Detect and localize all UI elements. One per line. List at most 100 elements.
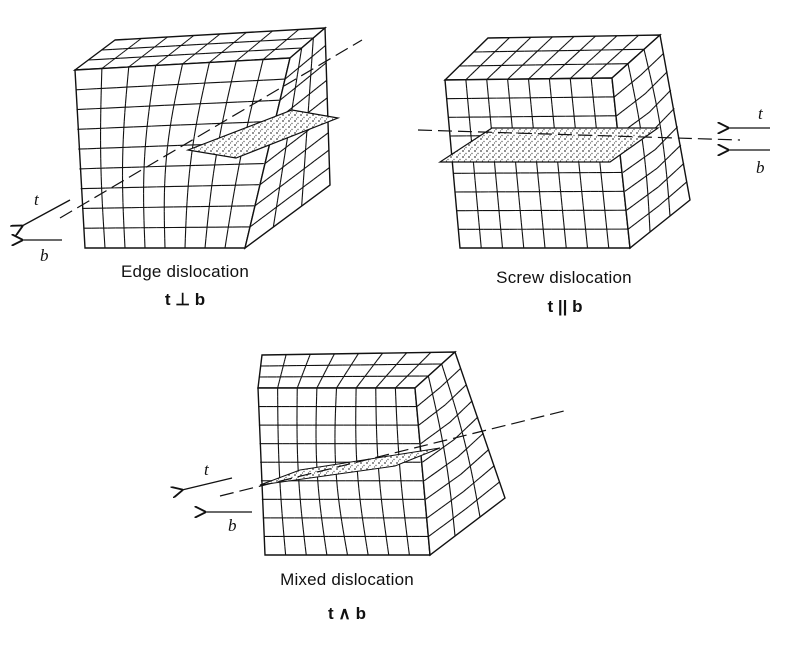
lattice-line xyxy=(120,58,131,59)
lattice-line xyxy=(646,173,647,181)
edge-caption: Edge dislocation xyxy=(110,262,260,282)
lattice-line xyxy=(306,139,307,147)
lattice-line xyxy=(468,105,469,113)
lattice-line xyxy=(500,223,501,231)
lattice-line xyxy=(476,189,477,197)
lattice-line xyxy=(155,46,166,47)
lattice-line xyxy=(104,230,105,239)
lattice-line xyxy=(292,39,303,40)
lattice-line xyxy=(320,379,321,381)
lattice-line xyxy=(499,214,500,222)
lattice-line xyxy=(186,45,197,46)
lattice-line xyxy=(309,356,310,358)
lattice-line xyxy=(208,43,219,44)
lattice-line xyxy=(174,55,185,56)
lattice-line xyxy=(144,47,155,48)
lattice-line xyxy=(320,381,321,383)
screw-t-label: t xyxy=(758,104,763,124)
lattice-line xyxy=(145,148,146,157)
lattice-line xyxy=(263,80,274,81)
mixed-t-label: t xyxy=(204,460,209,480)
lattice-line xyxy=(283,530,284,538)
lattice-line xyxy=(158,85,168,86)
edge-t-label: t xyxy=(34,190,39,210)
lattice-line xyxy=(333,356,334,358)
lattice-line xyxy=(667,183,668,191)
lattice-face xyxy=(445,78,630,248)
lattice-line xyxy=(216,52,227,53)
lattice-line xyxy=(303,172,304,180)
lattice-line xyxy=(299,488,300,496)
lattice-line xyxy=(104,239,105,248)
lattice-line xyxy=(308,359,309,361)
lattice-line xyxy=(502,240,503,248)
lattice-line xyxy=(495,164,496,172)
lattice-line xyxy=(112,49,123,50)
edge-b-label: b xyxy=(40,246,49,266)
lattice-line xyxy=(305,147,306,155)
lattice-line xyxy=(238,51,249,52)
lattice-line xyxy=(176,45,187,46)
lattice-line xyxy=(103,221,104,230)
lattice-line xyxy=(88,59,99,60)
lattice-line xyxy=(300,497,301,505)
lattice-line xyxy=(302,189,303,197)
mixed-caption: Mixed dislocation xyxy=(262,570,432,590)
lattice-line xyxy=(304,369,305,371)
lattice-line xyxy=(285,547,286,555)
lattice-line xyxy=(480,240,481,248)
lattice-line xyxy=(474,164,475,172)
lattice-line xyxy=(188,183,189,192)
lattice-line xyxy=(310,354,311,356)
lattice-line xyxy=(310,80,311,88)
lattice-line xyxy=(231,81,242,82)
lattice-line xyxy=(260,40,271,41)
lattice-line xyxy=(321,378,322,380)
screw-dislocation-block xyxy=(418,35,770,248)
lattice-line xyxy=(218,43,229,44)
lattice-line xyxy=(124,112,125,121)
lattice-line xyxy=(221,82,232,83)
lattice-line xyxy=(227,52,238,53)
lattice-line xyxy=(648,198,649,206)
lattice-line xyxy=(379,472,380,480)
lattice-line xyxy=(325,371,326,373)
lattice-line xyxy=(280,488,281,496)
lattice-line xyxy=(488,88,489,96)
lattice-line xyxy=(329,362,330,364)
screw-caption: Screw dislocation xyxy=(484,268,644,288)
lattice-line xyxy=(299,381,300,383)
lattice-line xyxy=(304,368,305,370)
lattice-line xyxy=(326,369,327,371)
lattice-line xyxy=(334,354,335,356)
lattice-line xyxy=(206,53,217,54)
lattice-line xyxy=(165,46,176,47)
lattice-line xyxy=(330,361,331,363)
lattice-line xyxy=(497,189,498,197)
lattice-line xyxy=(76,89,86,90)
lattice-line xyxy=(331,359,332,361)
lattice-line xyxy=(302,373,303,375)
lattice-line xyxy=(229,42,240,43)
lattice-line xyxy=(669,208,670,216)
lattice-line xyxy=(250,41,261,42)
lattice-line xyxy=(197,44,208,45)
lattice-line xyxy=(102,49,113,50)
lattice-line xyxy=(152,56,163,57)
lattice-line xyxy=(274,79,285,80)
lattice-line xyxy=(309,88,310,96)
lattice-line xyxy=(99,59,110,60)
lattice-line xyxy=(298,385,299,387)
lattice-line xyxy=(210,82,221,83)
lattice-line xyxy=(282,39,293,40)
lattice-line xyxy=(477,198,478,206)
lattice-line xyxy=(302,198,303,206)
lattice-line xyxy=(305,156,306,164)
edge-relation: t ⊥ b xyxy=(130,290,240,310)
mixed-b-label: b xyxy=(228,516,237,536)
lattice-line xyxy=(242,81,253,82)
lattice-line xyxy=(189,83,200,84)
lattice-line xyxy=(467,88,468,96)
lattice-line xyxy=(163,55,174,56)
